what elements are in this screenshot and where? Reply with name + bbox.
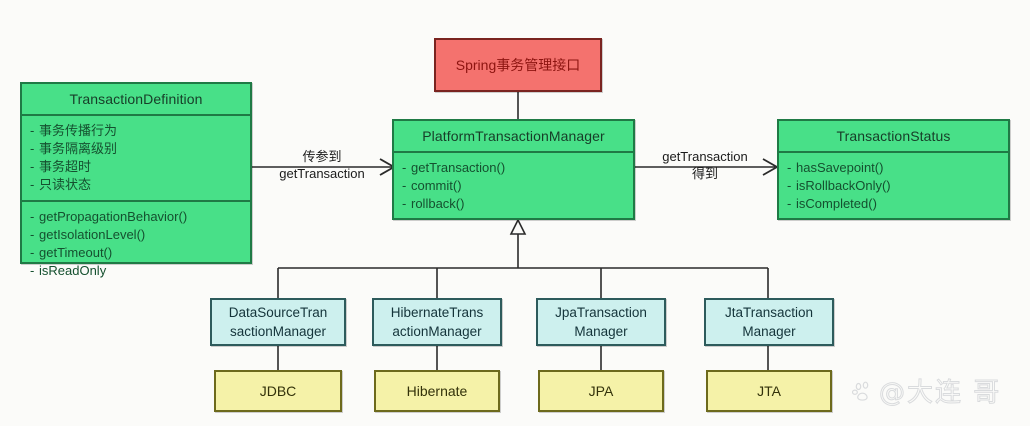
- tech-box-jta-label: JTA: [757, 383, 781, 399]
- impl-line2: sactionManager: [229, 324, 327, 339]
- impl-line2: Manager: [574, 324, 628, 339]
- method-item: -getTransaction(): [402, 160, 506, 175]
- method-item: -getTimeout(): [30, 245, 113, 260]
- attribute-item: -事务隔离级别: [30, 141, 118, 156]
- attribute-label: 事务超时: [39, 159, 92, 174]
- class-datasource-transaction-manager-label: DataSourceTran sactionManager: [225, 303, 332, 341]
- method-item: -isRollbackOnly(): [787, 178, 891, 193]
- class-jpa-transaction-manager[interactable]: JpaTransaction Manager: [536, 298, 666, 346]
- tech-box-jpa[interactable]: JPA: [538, 370, 664, 412]
- class-transaction-status[interactable]: TransactionStatus -hasSavepoint() -isRol…: [777, 119, 1010, 220]
- method-label: getTimeout(): [39, 245, 113, 260]
- class-hibernate-transaction-manager[interactable]: HibernateTrans actionManager: [372, 298, 502, 346]
- method-item: -isReadOnly: [30, 263, 107, 278]
- tech-box-jta[interactable]: JTA: [706, 370, 832, 412]
- edge-label-right: getTransaction 得到: [645, 148, 765, 182]
- attribute-item: -只读状态: [30, 177, 92, 192]
- impl-line2: actionManager: [392, 324, 482, 339]
- class-datasource-transaction-manager[interactable]: DataSourceTran sactionManager: [210, 298, 346, 346]
- method-label: commit(): [411, 178, 462, 193]
- attribute-label: 事务隔离级别: [39, 141, 118, 156]
- edge-label-left: 传参到 getTransaction: [262, 148, 382, 182]
- spring-transaction-note-label: Spring事务管理接口: [455, 57, 581, 73]
- attribute-item: -事务超时: [30, 159, 92, 174]
- class-transaction-status-title: TransactionStatus: [779, 121, 1008, 153]
- tech-box-jdbc-label: JDBC: [259, 383, 297, 399]
- method-item: -rollback(): [402, 196, 465, 211]
- attribute-item: -事务传播行为: [30, 123, 118, 138]
- edge-label-right-line2: 得到: [691, 166, 718, 181]
- watermark: @大连 哥: [852, 372, 1001, 409]
- watermark-text: @大连 哥: [878, 378, 1002, 409]
- impl-line1: JpaTransaction: [555, 305, 647, 320]
- impl-line1: DataSourceTran: [228, 305, 328, 320]
- class-transaction-definition[interactable]: TransactionDefinition -事务传播行为 -事务隔离级别 -事…: [20, 82, 252, 278]
- tech-box-jpa-label: JPA: [588, 383, 614, 399]
- method-item: -getPropagationBehavior(): [30, 209, 188, 224]
- class-transaction-definition-methods: -getPropagationBehavior() -getIsolationL…: [22, 200, 250, 286]
- method-label: rollback(): [411, 196, 465, 211]
- impl-line2: Manager: [742, 324, 796, 339]
- attribute-label: 只读状态: [39, 177, 92, 192]
- method-item: -isCompleted(): [787, 196, 877, 211]
- class-platform-transaction-manager-title: PlatformTransactionManager: [394, 121, 633, 153]
- class-jta-transaction-manager-label: JtaTransaction Manager: [721, 303, 817, 341]
- class-hibernate-transaction-manager-label: HibernateTrans actionManager: [387, 303, 488, 341]
- attribute-label: 事务传播行为: [39, 123, 118, 138]
- tech-box-hibernate-label: Hibernate: [406, 383, 468, 399]
- class-transaction-definition-attributes: -事务传播行为 -事务隔离级别 -事务超时 -只读状态: [22, 116, 250, 200]
- method-label: isReadOnly: [39, 263, 107, 278]
- edge-label-left-line2: getTransaction: [279, 166, 365, 181]
- tech-box-hibernate[interactable]: Hibernate: [374, 370, 500, 412]
- method-item: -getIsolationLevel(): [30, 227, 146, 242]
- spring-transaction-note[interactable]: Spring事务管理接口: [434, 38, 602, 92]
- method-label: isCompleted(): [796, 196, 877, 211]
- method-item: -commit(): [402, 178, 462, 193]
- class-jpa-transaction-manager-label: JpaTransaction Manager: [551, 303, 651, 341]
- method-label: getPropagationBehavior(): [39, 209, 188, 224]
- class-platform-transaction-manager[interactable]: PlatformTransactionManager -getTransacti…: [392, 119, 635, 220]
- class-transaction-status-methods: -hasSavepoint() -isRollbackOnly() -isCom…: [779, 153, 1008, 219]
- method-label: hasSavepoint(): [796, 160, 884, 175]
- class-transaction-definition-title: TransactionDefinition: [22, 84, 250, 116]
- class-platform-transaction-manager-methods: -getTransaction() -commit() -rollback(): [394, 153, 633, 219]
- edge-label-left-line1: 传参到: [302, 149, 342, 164]
- tech-box-jdbc[interactable]: JDBC: [214, 370, 342, 412]
- generalization-arrowhead: [509, 218, 527, 235]
- class-jta-transaction-manager[interactable]: JtaTransaction Manager: [704, 298, 834, 346]
- edge-label-right-line1: getTransaction: [662, 149, 748, 164]
- impl-line1: HibernateTrans: [390, 305, 484, 320]
- method-item: -hasSavepoint(): [787, 160, 884, 175]
- baidu-paw-icon: [852, 381, 869, 401]
- method-label: isRollbackOnly(): [796, 178, 891, 193]
- impl-line1: JtaTransaction: [724, 305, 814, 320]
- method-label: getIsolationLevel(): [39, 227, 146, 242]
- method-label: getTransaction(): [411, 160, 506, 175]
